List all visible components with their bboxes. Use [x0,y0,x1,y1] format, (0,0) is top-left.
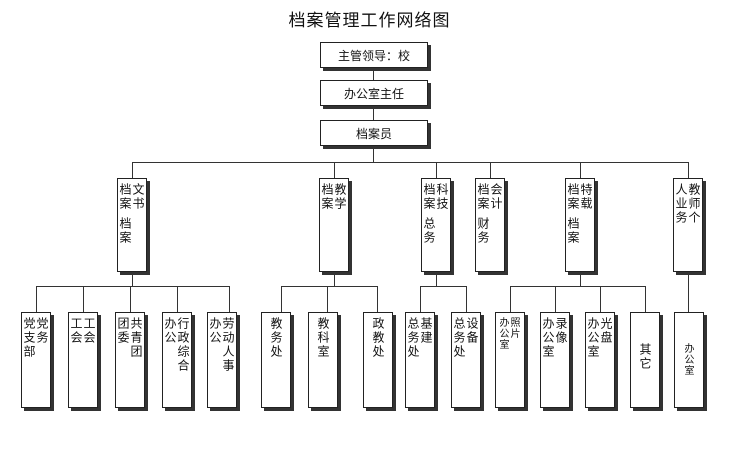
connector [334,272,335,286]
category-text: 文书 [131,183,145,211]
connector [645,286,646,312]
connector [510,286,511,312]
category-text: 档案 [320,183,334,211]
dept-text: 总务处 [406,317,420,359]
leader-box: 主管领导：校 [320,42,428,68]
connector [132,162,688,163]
category-text: 档案 档案 [118,183,132,245]
dept-text: 办公 [163,317,177,345]
dept-box: 共青团 团委 [115,312,145,408]
dept-text: 设备 [465,317,479,345]
dept-text: 照片 [508,317,519,339]
dept-text: 其它 [638,343,652,371]
connector [36,286,37,312]
dept-text: 办公室 [586,317,600,359]
connector [688,272,689,312]
archivist-label: 档案员 [355,126,392,141]
dept-text: 工会 [82,317,96,345]
dept-text: 办公室 [541,317,555,359]
dept-box: 教科室 [308,312,338,408]
connector [132,272,133,286]
connector [281,286,282,312]
dept-text: 党支部 [22,317,36,359]
dept-text: 基建 [419,317,433,345]
dept-text: 办公室 [497,317,508,350]
connector [177,286,178,312]
connector [420,286,421,312]
connector [373,106,374,120]
dept-box: 教务处 [261,312,291,408]
dept-text: 办公室 [682,343,693,376]
dept-text: 政教处 [371,317,385,359]
dept-box: 录像 办公室 [540,312,570,408]
category-box: 会计 档案 财务 [475,178,505,272]
dept-text: 录像 [554,317,568,345]
connector [334,162,335,178]
category-text: 人业务 [674,183,688,225]
dept-text: 劳动人事 [221,317,235,373]
category-text: 会计 [489,183,503,211]
connector [466,286,467,312]
connector [555,286,556,312]
connector [281,286,378,287]
connector [83,286,84,312]
dept-text: 教科室 [316,317,330,359]
category-box: 特载 档案 档案 [565,178,595,272]
leader-label: 主管领导：校 [337,48,410,63]
dept-box: 设备 总务处 [451,312,481,408]
dept-box: 照片 办公室 [495,312,525,408]
dept-text: 共青团 [129,317,143,359]
connector [130,286,131,312]
office-director-label: 办公室主任 [343,86,404,101]
dept-text: 光盘 [599,317,613,345]
dept-box: 基建 总务处 [405,312,435,408]
dept-box: 政教处 [363,312,393,408]
connector [229,286,230,312]
connector [688,162,689,178]
dept-text: 总务处 [452,317,466,359]
dept-text: 工会 [69,317,83,345]
dept-text: 办公 [208,317,222,345]
category-text: 科技 [435,183,449,211]
archivist-box: 档案员 [320,120,428,146]
dept-box: 光盘 办公室 [585,312,615,408]
connector [436,272,437,286]
category-text: 档案 财务 [476,183,490,245]
dept-box: 劳动人事 办公 [207,312,237,408]
category-text: 特载 [579,183,593,211]
connector [36,286,230,287]
connector [580,162,581,178]
dept-text: 行政综合 [176,317,190,373]
connector [377,286,378,312]
category-box: 教学 档案 [319,178,349,272]
dept-box: 办公室 [674,312,704,408]
office-director-box: 办公室主任 [320,80,428,106]
dept-text: 党务 [35,317,49,345]
connector [327,286,328,312]
connector [510,286,646,287]
category-box: 教师个 人业务 [673,178,703,272]
connector [600,286,601,312]
connector [580,272,581,286]
dept-text: 团委 [116,317,130,345]
category-box: 科技 档案 总务 [421,178,451,272]
connector [373,68,374,80]
category-box: 文书 档案 档案 [117,178,147,272]
connector [373,146,374,162]
category-text: 档案 总务 [422,183,436,245]
dept-box: 工会 工会 [68,312,98,408]
category-text: 教学 [333,183,347,211]
chart-title: 档案管理工作网络图 [288,11,451,31]
dept-box: 行政综合 办公 [162,312,192,408]
connector [490,162,491,178]
dept-box: 党务 党支部 [21,312,51,408]
connector [132,162,133,178]
dept-text: 教务处 [269,317,283,359]
category-text: 档案 档案 [566,183,580,245]
dept-box: 其它 [630,312,660,408]
connector [436,162,437,178]
category-text: 教师个 [687,183,701,225]
connector [420,286,466,287]
